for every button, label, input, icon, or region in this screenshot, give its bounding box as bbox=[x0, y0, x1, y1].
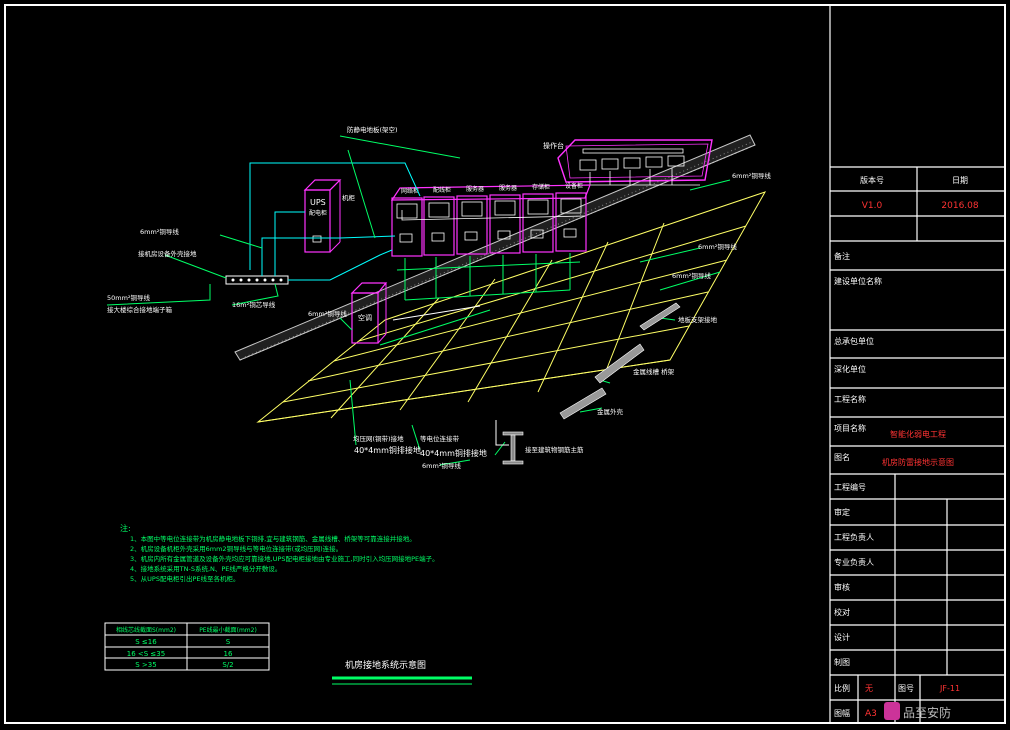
metal-trays bbox=[559, 302, 681, 420]
ups-label: UPS bbox=[310, 198, 326, 207]
label-right-6mm-3: 6mm²铜导线 bbox=[672, 271, 711, 280]
console-label: 操作台 bbox=[543, 141, 564, 150]
scale-label: 比例 bbox=[834, 683, 850, 693]
table-r1-c1: S ≤16 bbox=[135, 638, 157, 646]
row-project-lead: 工程负责人 bbox=[834, 532, 874, 542]
row-drawing-name: 图名 bbox=[834, 452, 850, 462]
cabinet-label-1: 网络柜 bbox=[401, 187, 419, 195]
label-equal-pot: 等电位连接带 bbox=[420, 434, 460, 443]
row-contractor: 总承包单位 bbox=[834, 336, 874, 346]
row-project-name: 工程名称 bbox=[834, 394, 866, 404]
ups-cabinet: UPS 配电柜 bbox=[303, 179, 342, 253]
project-value: 智能化弱电工程 bbox=[890, 429, 946, 439]
note-2: 2、机房设备机柜外壳采用6mm2铜导线与等电位连接带(或均压网)连接。 bbox=[130, 544, 342, 553]
row-discipline-lead: 专业负责人 bbox=[834, 557, 874, 567]
label-ac-6mm: 6mm²铜导线 bbox=[308, 309, 347, 318]
building-ground bbox=[495, 420, 524, 465]
cabinet-label-3: 服务器 bbox=[466, 185, 484, 193]
row-item-name: 项目名称 bbox=[834, 423, 866, 433]
diagram-title: 机房接地系统示意图 bbox=[345, 659, 426, 671]
date-value: 2016.08 bbox=[941, 201, 978, 211]
size-label: 图幅 bbox=[834, 708, 850, 718]
note-3: 3、机房内所有金属管道及设备外壳均应可靠接地,UPS配电柜接地由专业施工,同时引… bbox=[130, 554, 439, 563]
notes-heading: 注: bbox=[120, 523, 131, 533]
label-building-ground: 接至建筑物钢筋主筋 bbox=[525, 445, 584, 454]
pe-section-table: 相线芯线截面S(mm2) PE线最小截面(mm2) S ≤16 S 16 <S … bbox=[104, 622, 270, 671]
note-5: 5、从UPS配电柜引出PE线至各机柜。 bbox=[130, 574, 239, 583]
table-header-2: PE线最小截面(mm2) bbox=[199, 626, 257, 634]
date-label: 日期 bbox=[952, 176, 968, 185]
size-value: A3 bbox=[865, 709, 877, 719]
label-equal-pot-spec: 40*4mm铜排接地 bbox=[420, 448, 487, 458]
row-project-number: 工程编号 bbox=[834, 482, 866, 492]
cabinet-row: 网络柜 配线柜 服务器 服务器 存储柜 设备柜 bbox=[390, 182, 591, 257]
cabinet-label-4: 服务器 bbox=[499, 184, 517, 192]
label-mesh-note: 均压网(铜带)接地 bbox=[353, 434, 404, 443]
row-approve: 审定 bbox=[834, 507, 850, 517]
label-anti-static-floor: 防静电地板(架空) bbox=[347, 125, 398, 134]
drawing-value: 机房防雷接地示意图 bbox=[882, 457, 954, 467]
row-review: 审核 bbox=[834, 582, 850, 592]
ac-label: 空调 bbox=[358, 313, 372, 322]
cabinet-label-6: 设备柜 bbox=[565, 182, 583, 190]
title-block bbox=[829, 5, 1005, 723]
label-right-6mm-2: 6mm²铜导线 bbox=[698, 242, 737, 251]
watermark-logo-icon bbox=[884, 702, 900, 720]
label-50mm: 50mm²铜导线 bbox=[107, 293, 151, 302]
note-1: 1、本图中等电位连接带为机房静电地板下铜排,宜与建筑钢筋、金属线槽、桥架等可靠连… bbox=[130, 534, 416, 543]
diagram-title-block: 机房接地系统示意图 bbox=[332, 659, 472, 685]
label-16mm: 16m²铜芯导线 bbox=[232, 300, 276, 309]
label-support-bracket: 地板支架接地 bbox=[678, 315, 718, 324]
label-bottom-6mm: 6mm²铜导线 bbox=[422, 461, 461, 470]
title-block-text: 版本号 日期 V1.0 2016.08 备注 建设单位名称 总承包单位 深化单位… bbox=[834, 175, 979, 719]
number-value: JF-11 bbox=[939, 684, 960, 693]
drawing-frame bbox=[4, 4, 1006, 724]
label-equip-ground: 金属外壳 bbox=[597, 407, 624, 416]
table-r3-c2: S/2 bbox=[222, 661, 233, 669]
label-right-6mm-1: 6mm²铜导线 bbox=[732, 171, 771, 180]
watermark-text: 品至安防 bbox=[903, 705, 951, 720]
grounding-terminal-bar bbox=[225, 275, 289, 285]
label-connect-equip: 接机房设备外壳接地 bbox=[138, 249, 197, 258]
cabinet-label-2: 配线柜 bbox=[433, 186, 451, 194]
label-mesh-spec: 40*4mm铜排接地 bbox=[354, 445, 421, 455]
row-check: 校对 bbox=[834, 607, 850, 617]
floor-slab bbox=[234, 134, 756, 361]
row-design: 设计 bbox=[834, 632, 850, 642]
table-r2-c1: 16 <S ≤35 bbox=[127, 650, 165, 658]
cabinet-label-5: 存储柜 bbox=[532, 183, 550, 191]
ac-unit: 空调 bbox=[350, 282, 388, 344]
table-r1-c2: S bbox=[226, 638, 231, 646]
notes-block: 注: 1、本图中等电位连接带为机房静电地板下铜排,宜与建筑钢筋、金属线槽、桥架等… bbox=[120, 523, 439, 583]
diagram-labels: 防静电地板(架空) 机柜 6mm²铜导线 接机房设备外壳接地 50mm²铜导线 … bbox=[107, 125, 771, 470]
watermark: 品至安防 bbox=[884, 702, 951, 720]
table-header-1: 相线芯线截面S(mm2) bbox=[116, 626, 176, 634]
version-value: V1.0 bbox=[862, 201, 883, 211]
label-50mm-sub: 接大楼综合接地端子箱 bbox=[107, 305, 173, 314]
ups-sub-label: 配电柜 bbox=[309, 209, 327, 217]
table-r2-c2: 16 bbox=[224, 650, 233, 658]
version-label: 版本号 bbox=[860, 175, 884, 185]
label-steel-bar: 金属线槽 桥架 bbox=[633, 367, 675, 376]
row-draft: 制图 bbox=[834, 657, 850, 667]
note-4: 4、接地系统采用TN-S系统,N、PE线严格分开敷设。 bbox=[130, 564, 281, 573]
row-remark: 备注 bbox=[834, 251, 850, 261]
row-design-unit: 深化单位 bbox=[834, 364, 866, 374]
scale-value: 无 bbox=[865, 684, 873, 693]
console: 操作台 bbox=[543, 139, 713, 183]
cyan-cables bbox=[249, 135, 461, 281]
label-rack: 机柜 bbox=[342, 193, 356, 202]
label-6mm-left: 6mm²铜导线 bbox=[140, 227, 179, 236]
number-label: 图号 bbox=[898, 684, 914, 693]
equal-potential-mesh bbox=[256, 191, 767, 423]
row-client: 建设单位名称 bbox=[834, 276, 882, 286]
table-r3-c1: S >35 bbox=[135, 661, 156, 669]
